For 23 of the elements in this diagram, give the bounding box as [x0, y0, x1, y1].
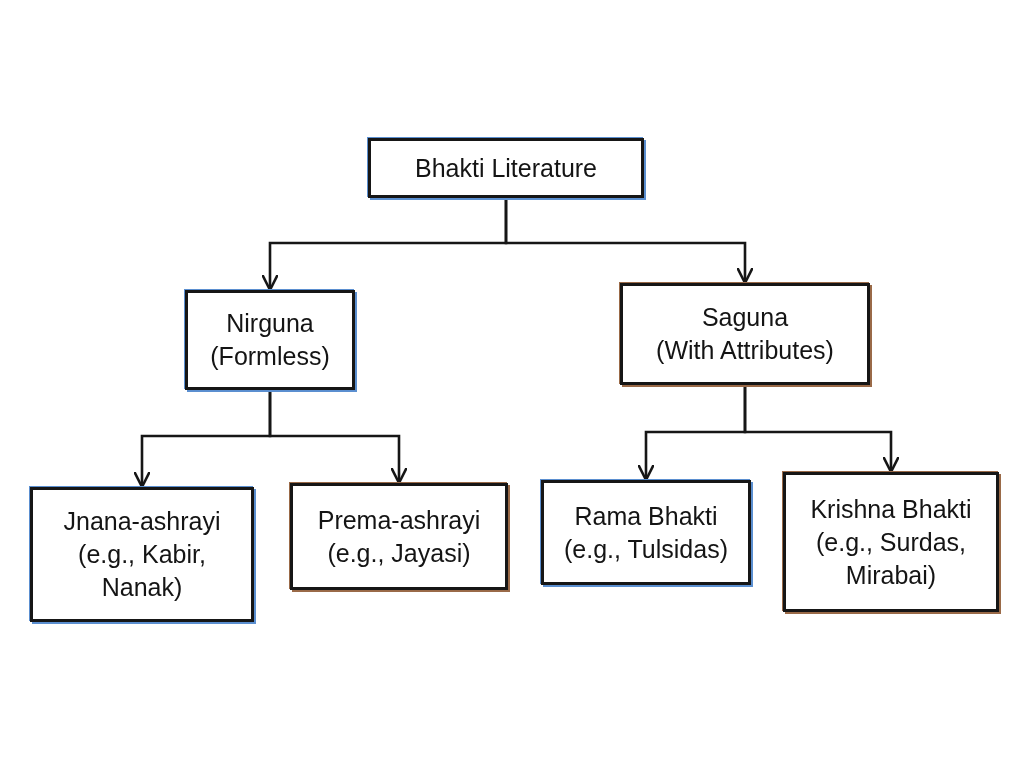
category-box — [185, 290, 355, 390]
category-box — [783, 472, 999, 612]
connector-arrow — [743, 385, 900, 474]
detail-text: (e.g., Jayasi) — [327, 537, 471, 569]
heading-text: Saguna — [701, 302, 789, 333]
detail-text: (e.g., Tulsidas) — [564, 533, 728, 565]
category-box — [541, 480, 751, 585]
detail-text: (With Attributes) — [656, 335, 834, 366]
category-box — [368, 138, 644, 198]
detail-text: (e.g., Surdas, Mirabai) — [814, 526, 968, 591]
detail-text: (e.g., Kabir, Nanak) — [77, 539, 207, 603]
heading-text: Jnana-ashrayi — [63, 506, 221, 537]
connector-arrow — [268, 390, 408, 485]
heading-text: Rama Bhakti — [574, 500, 718, 532]
heading-text: Nirguna — [226, 308, 314, 339]
heading-text: Krishna Bhakti — [810, 493, 972, 525]
heading-text: Bhakti Literature — [414, 152, 597, 184]
heading-text: Prema-ashrayi — [317, 504, 481, 536]
category-box — [290, 483, 508, 590]
category-box — [30, 487, 254, 622]
connector-arrow — [504, 198, 754, 285]
detail-text: (Formless) — [210, 341, 330, 372]
category-box — [620, 283, 870, 385]
